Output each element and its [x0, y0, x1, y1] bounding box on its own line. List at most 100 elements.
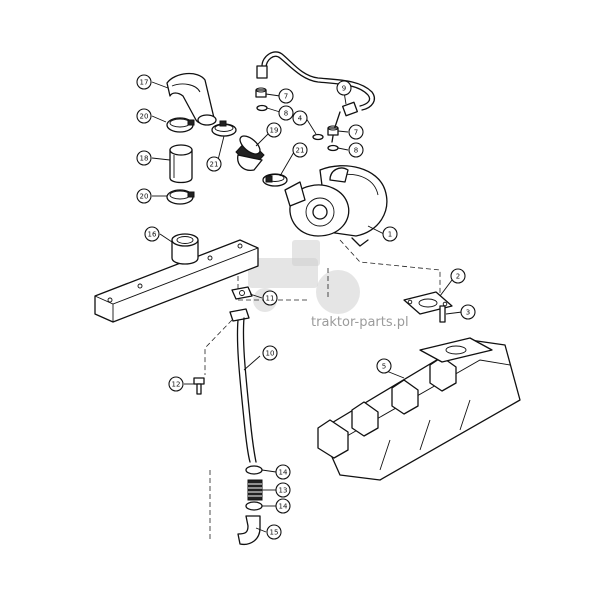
callout-circle — [336, 80, 352, 96]
callout-number: 7 — [284, 93, 288, 101]
hose-clamp-21-lower — [262, 173, 288, 187]
exhaust-manifold — [317, 337, 521, 481]
callout-circle — [136, 74, 152, 90]
callout-20b: 20 — [136, 188, 152, 204]
callout-circle — [278, 88, 294, 104]
callout-1: 1 — [382, 226, 398, 242]
watermark-text: traktor-parts.pl — [311, 315, 409, 330]
callout-circle — [136, 150, 152, 166]
callout-circle — [460, 304, 476, 320]
callout-19: 19 — [266, 122, 282, 138]
callout-number: 20 — [140, 113, 149, 121]
callout-number: 21 — [296, 147, 305, 155]
callout-circle — [136, 188, 152, 204]
callout-20a: 20 — [136, 108, 152, 124]
callout-7b: 7 — [348, 124, 364, 140]
assembly-guides — [204, 239, 441, 540]
callout-2: 2 — [450, 268, 466, 284]
callout-number: 14 — [279, 503, 288, 511]
fitting-7-lower — [327, 125, 339, 136]
callout-11: 11 — [262, 290, 278, 306]
leader-lines — [151, 81, 463, 533]
callout-number: 18 — [140, 155, 149, 163]
callout-number: 3 — [466, 309, 470, 317]
turbo-inlet-hose — [235, 135, 265, 171]
elbow-hose — [166, 72, 217, 126]
callout-number: 1 — [388, 231, 392, 239]
clamp-14-lower — [245, 501, 263, 511]
callout-17: 17 — [136, 74, 152, 90]
callout-18: 18 — [136, 150, 152, 166]
callout-number: 5 — [382, 363, 386, 371]
intake-pipe-cover — [94, 233, 259, 323]
callout-14b: 14 — [275, 498, 291, 514]
callout-circle — [382, 226, 398, 242]
callout-circle — [376, 358, 392, 374]
callout-number: 15 — [270, 529, 279, 537]
callout-8b: 8 — [348, 142, 364, 158]
callout-12: 12 — [168, 376, 184, 392]
clamp-14-upper — [245, 465, 263, 475]
callout-21b: 21 — [292, 142, 308, 158]
callout-number: 2 — [456, 273, 460, 281]
callout-circle — [450, 268, 466, 284]
callout-circle — [292, 110, 308, 126]
callout-number: 19 — [270, 127, 279, 135]
callout-8a: 8 — [278, 105, 294, 121]
callout-21a: 21 — [206, 156, 222, 172]
hose-clamp-upper — [166, 117, 195, 133]
callout-number: 21 — [210, 161, 219, 169]
callout-number: 7 — [354, 129, 358, 137]
stud-3 — [439, 305, 446, 323]
washer-8-upper — [256, 104, 268, 112]
drain-elbow-15 — [237, 515, 261, 546]
callout-circle — [292, 142, 308, 158]
callout-number: 11 — [266, 295, 275, 303]
bolt-12 — [193, 377, 205, 395]
callout-circle — [168, 376, 184, 392]
callout-number: 20 — [140, 193, 149, 201]
callout-circle — [266, 122, 282, 138]
washer-4 — [312, 133, 324, 141]
turbocharger — [284, 165, 388, 247]
oil-drain-pipe — [229, 308, 257, 463]
callout-number: 16 — [148, 231, 157, 239]
callout-circle — [266, 524, 282, 540]
callout-5: 5 — [376, 358, 392, 374]
hose-clamp-lower — [166, 189, 195, 205]
callout-15: 15 — [266, 524, 282, 540]
callout-number: 17 — [140, 79, 149, 87]
callout-3: 3 — [460, 304, 476, 320]
callout-10: 10 — [262, 345, 278, 361]
callout-number: 13 — [279, 487, 288, 495]
callout-13: 13 — [275, 482, 291, 498]
callout-circle — [275, 482, 291, 498]
callout-circle — [144, 226, 160, 242]
callout-circle — [275, 498, 291, 514]
callout-circle — [136, 108, 152, 124]
callout-7a: 7 — [278, 88, 294, 104]
callout-number: 14 — [279, 469, 288, 477]
callout-number: 8 — [284, 110, 288, 118]
callout-4: 4 — [292, 110, 308, 126]
callout-number: 12 — [172, 381, 181, 389]
callout-circle — [278, 105, 294, 121]
callout-circle — [206, 156, 222, 172]
hose-sleeve — [169, 144, 193, 184]
hose-clamp-21-upper — [211, 120, 237, 137]
callout-number: 9 — [342, 85, 346, 93]
callout-circle — [262, 345, 278, 361]
gasket-11 — [231, 286, 253, 300]
callout-16: 16 — [144, 226, 160, 242]
callout-circle — [348, 124, 364, 140]
callout-circle — [348, 142, 364, 158]
callout-number: 10 — [266, 350, 275, 358]
callout-number: 4 — [298, 115, 303, 123]
fitting-7-upper — [255, 87, 267, 98]
callout-circle — [262, 290, 278, 306]
hose-13 — [247, 479, 263, 501]
callout-14a: 14 — [275, 464, 291, 480]
